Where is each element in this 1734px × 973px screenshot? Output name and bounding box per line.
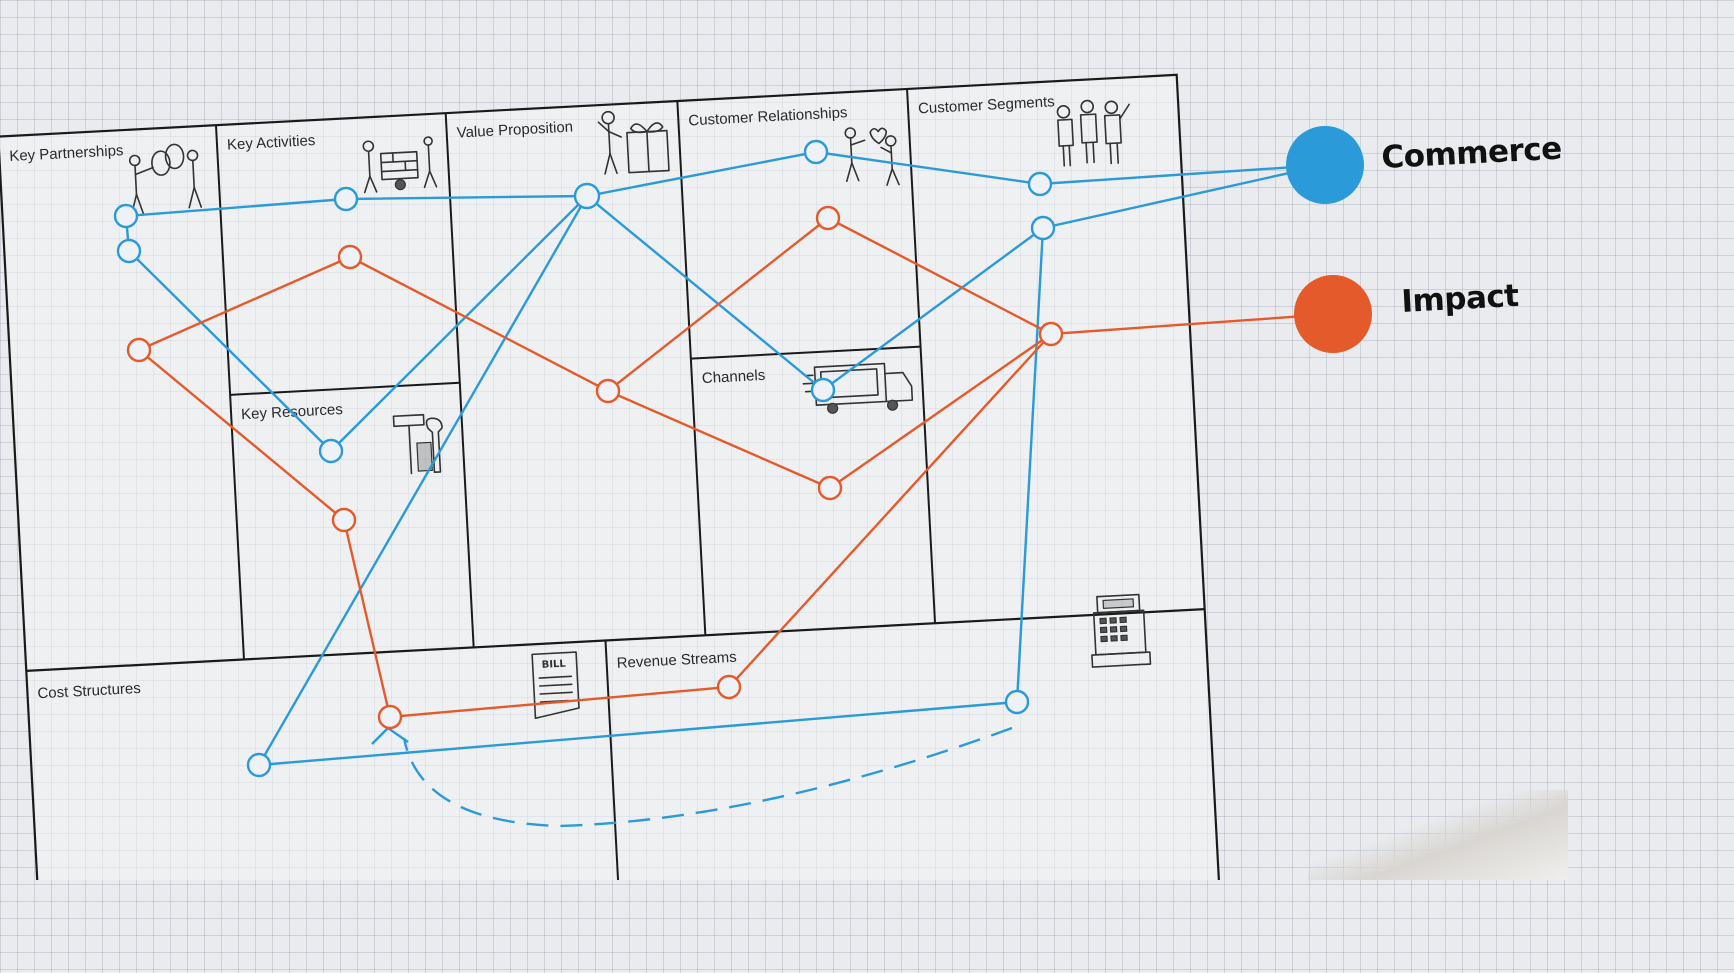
commerce-node [320, 440, 342, 462]
commerce-node [115, 205, 137, 227]
commerce-legend-dot [1286, 126, 1364, 204]
commerce-node [118, 240, 140, 262]
commerce-node [1032, 217, 1054, 239]
commerce-node [248, 754, 270, 776]
bill-text: BILL [541, 659, 566, 671]
impact-node [339, 246, 361, 268]
impact-node [379, 706, 401, 728]
canvas-frame [0, 75, 1219, 880]
commerce-node [1006, 691, 1028, 713]
impact-node [333, 509, 355, 531]
impact-legend-dot [1294, 275, 1372, 353]
block-channels: Channels [701, 367, 765, 387]
commerce-node [575, 184, 599, 208]
canvas-board: Key Partnerships Key Activities Value Pr… [0, 75, 1219, 880]
impact-legend-label: Impact [1401, 278, 1521, 320]
impact-node [718, 676, 740, 698]
commerce-node [1029, 173, 1051, 195]
impact-node [597, 380, 619, 402]
business-model-canvas: Key Partnerships Key Activities Value Pr… [0, 0, 1568, 880]
impact-node [819, 477, 841, 499]
impact-node [128, 339, 150, 361]
commerce-legend-label: Commerce [1381, 131, 1563, 176]
legend: Commerce Impact [1286, 126, 1563, 353]
commerce-node [805, 141, 827, 163]
impact-node [1040, 323, 1062, 345]
commerce-node [335, 188, 357, 210]
impact-node [817, 207, 839, 229]
commerce-node [812, 379, 834, 401]
